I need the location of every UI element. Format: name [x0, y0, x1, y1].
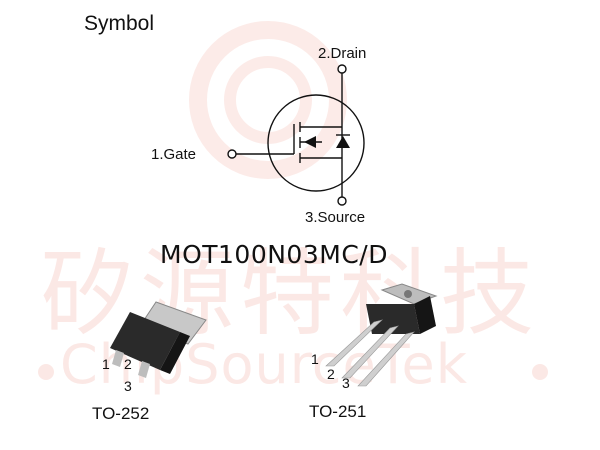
- to251-label: TO-251: [309, 402, 367, 421]
- drain-pin-label: 2.Drain: [318, 45, 367, 62]
- to251-pin-3: 3: [342, 375, 350, 391]
- to252-pin-3: 3: [124, 378, 132, 394]
- to252-package: [110, 301, 207, 378]
- body-arrow-icon: [304, 136, 316, 148]
- diode-triangle-icon: [336, 136, 350, 148]
- to252-pin-2: 2: [124, 356, 132, 372]
- to252-pin-1: 1: [102, 356, 110, 372]
- source-terminal: [337, 196, 347, 206]
- part-number: MOT100N03MC/D: [160, 240, 388, 269]
- symbol-heading: Symbol: [84, 12, 155, 35]
- gate-pin-label: 1.Gate: [151, 146, 197, 163]
- symbol-enclosure-circle: [267, 94, 365, 192]
- to251-pin-1: 1: [311, 351, 319, 367]
- drain-terminal: [337, 64, 347, 74]
- to251-package: [325, 283, 438, 387]
- to252-label: TO-252: [92, 404, 150, 423]
- to251-pin-2: 2: [327, 366, 335, 382]
- source-pin-label: 3.Source: [305, 209, 366, 226]
